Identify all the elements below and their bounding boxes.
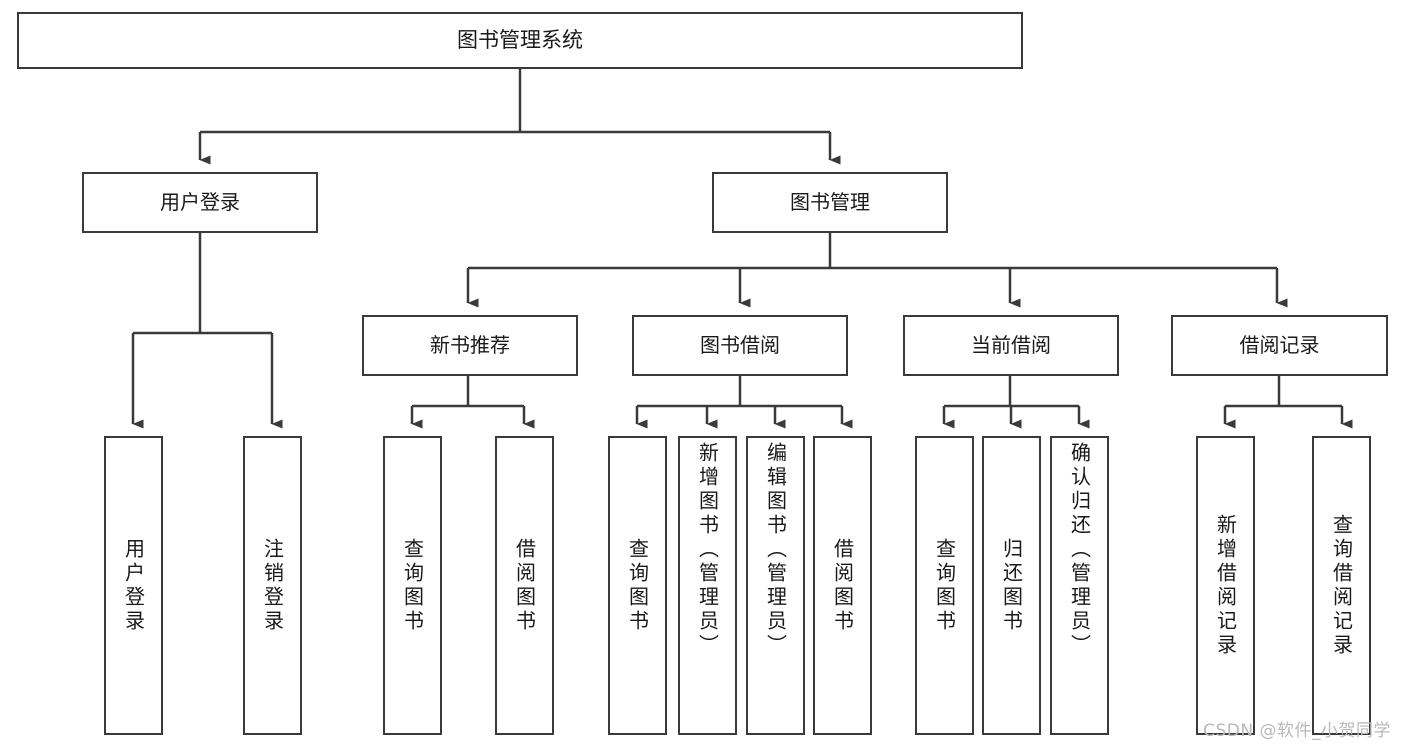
leaf-label: 确认归还（管理员）: [1067, 442, 1092, 658]
leaf-label: 归还图书: [999, 537, 1024, 634]
leaf-new-book-query[interactable]: 查询图书: [383, 436, 442, 735]
node-current-borrow[interactable]: 当前借阅: [903, 315, 1119, 376]
leaf-borrow-add-book-admin[interactable]: 新增图书（管理员）: [678, 436, 737, 735]
leaf-user-login-login[interactable]: 用户登录: [104, 436, 163, 735]
leaf-label: 查询图书: [400, 537, 425, 634]
leaf-label: 借阅图书: [830, 537, 855, 634]
node-new-book-recommend[interactable]: 新书推荐: [362, 315, 578, 376]
node-book-management-label: 图书管理: [790, 189, 870, 214]
leaf-label: 借阅图书: [512, 537, 537, 634]
leaf-current-confirm-return-admin[interactable]: 确认归还（管理员）: [1050, 436, 1109, 735]
node-book-borrow[interactable]: 图书借阅: [632, 315, 848, 376]
node-book-management[interactable]: 图书管理: [712, 172, 948, 233]
leaf-label: 查询图书: [625, 537, 650, 634]
leaf-label: 注销登录: [260, 537, 285, 634]
node-root[interactable]: 图书管理系统: [17, 12, 1023, 69]
node-current-borrow-label: 当前借阅: [971, 332, 1051, 357]
leaf-current-query-book[interactable]: 查询图书: [915, 436, 974, 735]
leaf-current-return-book[interactable]: 归还图书: [982, 436, 1041, 735]
leaf-label: 查询借阅记录: [1329, 513, 1354, 658]
leaf-borrow-query-book[interactable]: 查询图书: [608, 436, 667, 735]
node-root-label: 图书管理系统: [457, 28, 583, 53]
leaf-records-add-record[interactable]: 新增借阅记录: [1196, 436, 1255, 735]
node-user-login-label: 用户登录: [160, 189, 240, 214]
node-borrow-records[interactable]: 借阅记录: [1171, 315, 1388, 376]
leaf-label: 用户登录: [121, 537, 146, 634]
node-borrow-records-label: 借阅记录: [1239, 332, 1320, 357]
leaf-new-book-borrow[interactable]: 借阅图书: [495, 436, 554, 735]
node-book-borrow-label: 图书借阅: [700, 332, 780, 357]
leaf-label: 查询图书: [932, 537, 957, 634]
leaf-label: 新增图书（管理员）: [695, 442, 720, 658]
leaf-user-login-logout[interactable]: 注销登录: [243, 436, 302, 735]
node-user-login[interactable]: 用户登录: [82, 172, 318, 233]
leaf-label: 新增借阅记录: [1213, 513, 1238, 658]
leaf-records-query-record[interactable]: 查询借阅记录: [1312, 436, 1371, 735]
leaf-label: 编辑图书（管理员）: [763, 442, 788, 658]
node-new-book-recommend-label: 新书推荐: [430, 332, 510, 357]
watermark-text: CSDN @软件_小贺同学: [1203, 721, 1391, 741]
leaf-borrow-edit-book-admin[interactable]: 编辑图书（管理员）: [746, 436, 805, 735]
leaf-borrow-borrow-book[interactable]: 借阅图书: [813, 436, 872, 735]
